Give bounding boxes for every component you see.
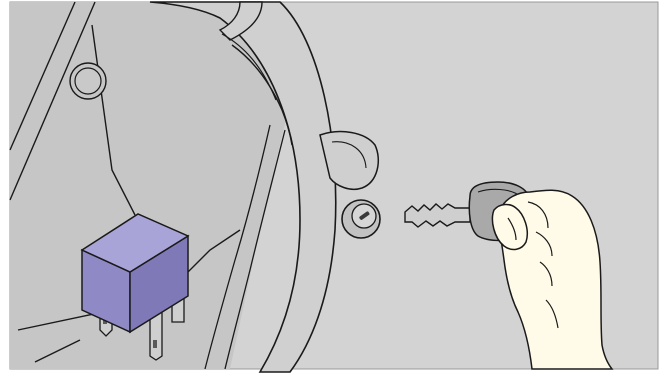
dashboard-round-button — [70, 63, 106, 99]
ignition-lock — [342, 200, 380, 238]
